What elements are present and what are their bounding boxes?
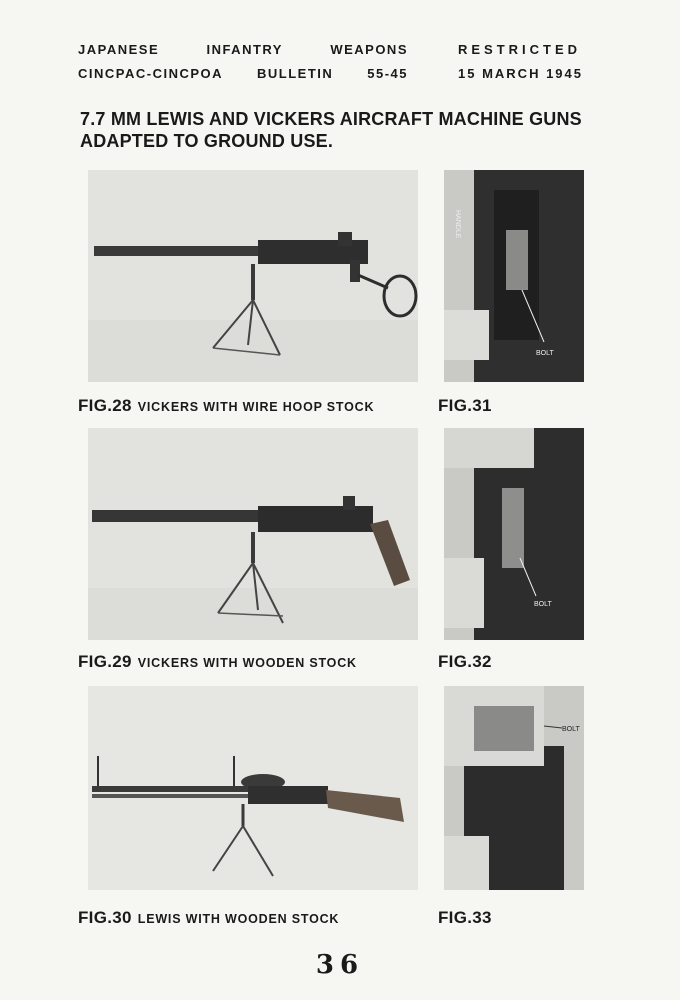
- header-bulletin-title: JAPANESE INFANTRY WEAPONS: [78, 38, 408, 62]
- figure-number: FIG.30: [78, 908, 132, 927]
- lewis-wooden-stock-image: [88, 686, 418, 890]
- figure-number: FIG.29: [78, 652, 132, 671]
- fig31-photo: HANDLE BOLT: [444, 170, 584, 382]
- bolt-label: BOLT: [534, 601, 552, 608]
- title-line: ADAPTED TO GROUND USE.: [80, 131, 334, 151]
- figure-description: LEWIS WITH WOODEN STOCK: [137, 912, 340, 926]
- page-title: 7.7 MM LEWIS AND VICKERS AIRCRAFT MACHIN…: [80, 108, 620, 152]
- figure-number: FIG.33: [438, 908, 492, 927]
- classification-label: RESTRICTED: [458, 42, 582, 57]
- fig29-caption: FIG.29 VICKERS WITH WOODEN STOCK: [78, 652, 357, 672]
- fig28-caption: FIG.28 VICKERS WITH WIRE HOOP STOCK: [78, 396, 374, 416]
- header-word: WEAPONS: [330, 42, 408, 57]
- figure-description: VICKERS WITH WOODEN STOCK: [137, 656, 357, 670]
- fig28-photo: [88, 170, 418, 382]
- header-word: BULLETIN: [257, 66, 334, 81]
- fig30-caption: FIG.30 LEWIS WITH WOODEN STOCK: [78, 908, 339, 928]
- title-line: 7.7 MM LEWIS AND VICKERS AIRCRAFT MACHIN…: [80, 109, 582, 129]
- fig30-photo: [88, 686, 418, 890]
- fig29-photo: [88, 428, 418, 640]
- fig33-caption: FIG.33: [438, 908, 492, 928]
- vickers-wooden-stock-image: [88, 428, 418, 640]
- fig31-caption: FIG.31: [438, 396, 492, 416]
- bolt-detail-image: BOLT: [444, 686, 584, 890]
- bolt-label: BOLT: [536, 350, 554, 357]
- header-word: CINCPAC-CINCPOA: [78, 66, 224, 81]
- header-word: JAPANESE: [78, 42, 160, 57]
- bolt-detail-image: HANDLE BOLT: [444, 170, 584, 382]
- figure-number: FIG.31: [438, 396, 492, 415]
- figure-number: FIG.32: [438, 652, 492, 671]
- bolt-label: BOLT: [562, 726, 580, 733]
- header-word: 55-45: [367, 66, 408, 81]
- header-word: INFANTRY: [206, 42, 283, 57]
- vickers-wire-hoop-image: [88, 170, 418, 382]
- fig32-photo: BOLT: [444, 428, 584, 640]
- header-bulletin-number: CINCPAC-CINCPOA BULLETIN 55-45: [78, 62, 408, 86]
- document-header: JAPANESE INFANTRY WEAPONS RESTRICTED CIN…: [78, 38, 608, 86]
- fig32-caption: FIG.32: [438, 652, 492, 672]
- page-number: 36: [315, 950, 365, 980]
- figure-number: FIG.28: [78, 396, 132, 415]
- fig33-photo: BOLT: [444, 686, 584, 890]
- handle-label: HANDLE: [454, 210, 461, 239]
- header-date: 15 MARCH 1945: [458, 66, 583, 81]
- figure-description: VICKERS WITH WIRE HOOP STOCK: [137, 400, 375, 414]
- bolt-detail-image: BOLT: [444, 428, 584, 640]
